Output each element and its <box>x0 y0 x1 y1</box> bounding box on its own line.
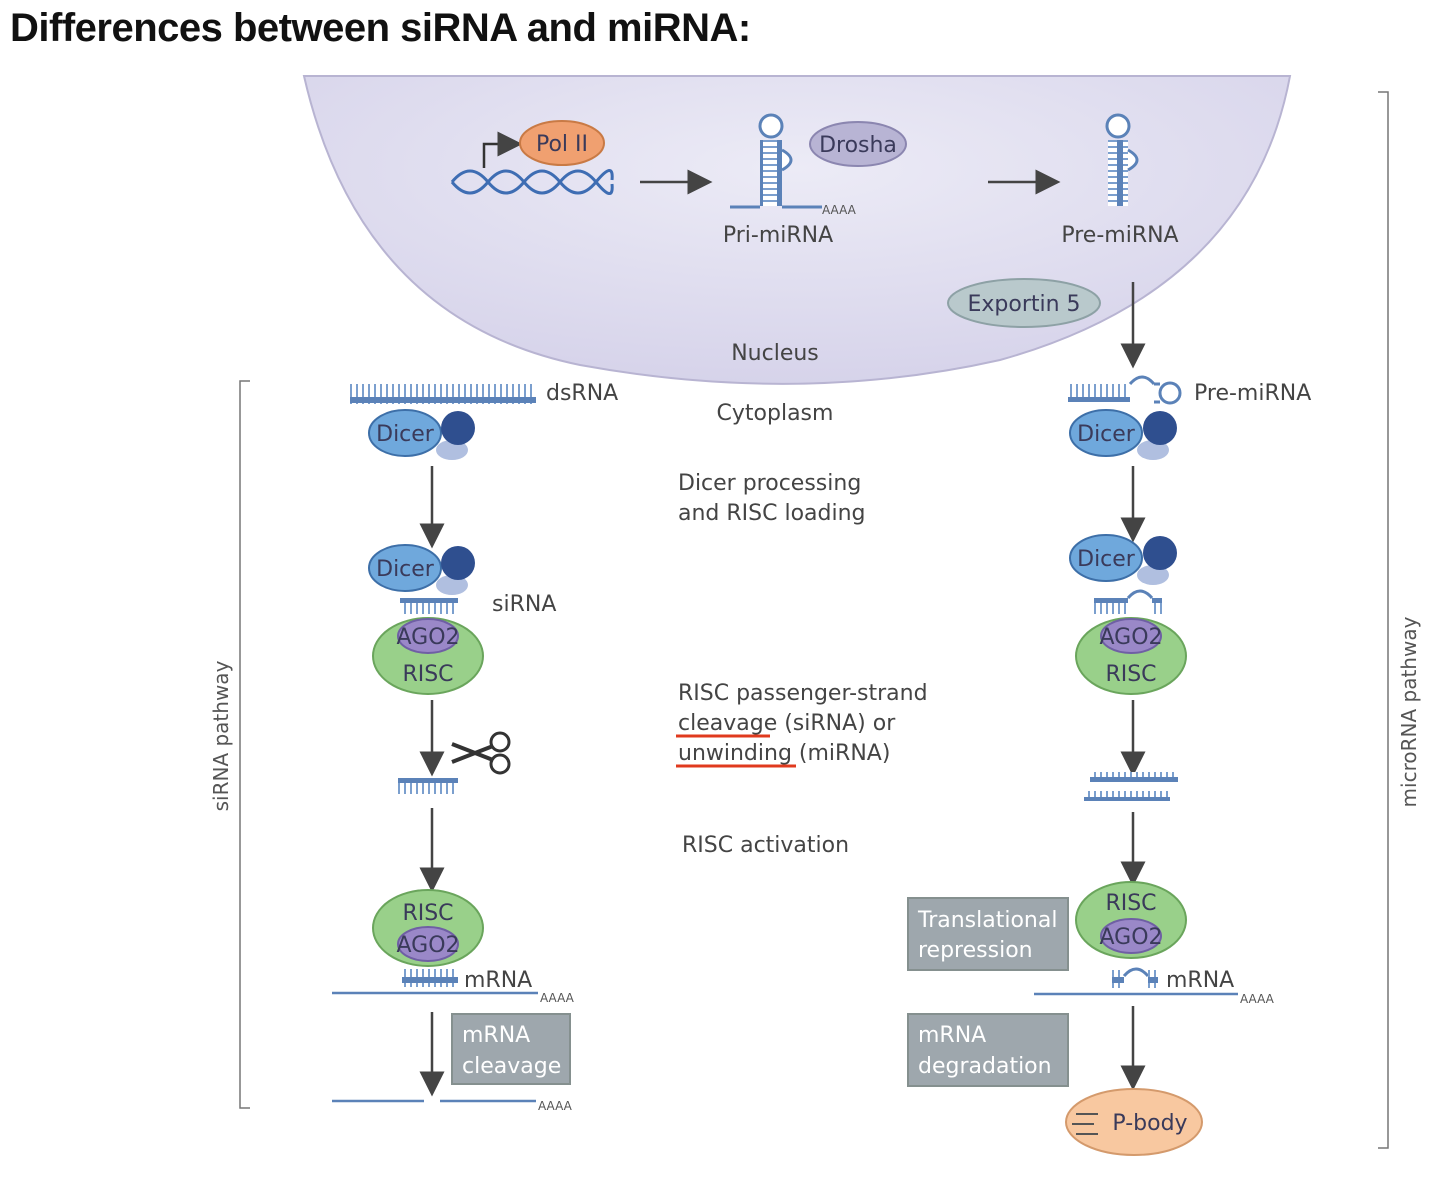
sirna-mrna-pairing <box>402 969 458 987</box>
sirna-pathway-label: siRNA pathway <box>209 660 233 811</box>
sirna-mrna-label: mRNA <box>464 968 532 993</box>
svg-text:Dicer: Dicer <box>376 422 435 447</box>
risc-ago2-sirna-2: RISC AGO2 <box>372 889 484 967</box>
svg-text:RISC: RISC <box>402 662 453 687</box>
step-passenger-line3: unwinding (miRNA) <box>678 741 890 766</box>
pri-mirna-hairpin-icon <box>730 113 822 209</box>
cleaved-polya-label: AAAA <box>538 1099 573 1113</box>
svg-text:RISC: RISC <box>1105 662 1156 687</box>
svg-text:mRNA: mRNA <box>918 1023 986 1048</box>
mrna-cleavage-box: mRNA cleavage <box>451 1013 571 1085</box>
pre-mirna-cytoplasm-icon <box>1068 375 1182 405</box>
nucleus-label: Nucleus <box>731 341 819 366</box>
pre-mirna-nucleus-label: Pre-miRNA <box>1061 223 1178 248</box>
step-passenger-line2: cleavage (siRNA) or <box>678 711 896 736</box>
pre-mirna-cytoplasm-label: Pre-miRNA <box>1194 381 1311 406</box>
dna-helix-icon <box>450 131 614 195</box>
dsrna-label: dsRNA <box>546 381 618 406</box>
svg-text:Drosha: Drosha <box>819 133 897 158</box>
dicer-mirna-2: Dicer <box>1069 534 1177 585</box>
microrna-pathway-bracket <box>1378 91 1389 1149</box>
risc-ago2-mirna-1: AGO2 RISC <box>1075 617 1187 695</box>
sirna-polya-label: AAAA <box>540 991 575 1005</box>
step-risc-activation: RISC activation <box>682 833 849 858</box>
svg-text:Dicer: Dicer <box>1077 422 1136 447</box>
svg-text:RISC: RISC <box>1105 891 1156 916</box>
svg-text:AGO2: AGO2 <box>396 933 459 958</box>
unwinding-word: unwinding <box>678 741 792 766</box>
step-dicer-processing-line2: and RISC loading <box>678 501 866 526</box>
pri-polya-label: AAAA <box>822 203 857 217</box>
microrna-pathway-label: microRNA pathway <box>1397 616 1421 807</box>
guide-strand-sirna <box>398 778 458 794</box>
page-title: Differences between siRNA and miRNA: <box>10 6 751 50</box>
svg-text:AGO2: AGO2 <box>1099 925 1162 950</box>
svg-text:cleavage: cleavage <box>462 1054 561 1079</box>
dicer-sirna-2: Dicer <box>368 544 475 595</box>
mirna-duplex-bulge <box>1094 589 1162 614</box>
pre-mirna-hairpin-icon <box>1105 113 1139 206</box>
step-passenger-line1: RISC passenger-strand <box>678 681 928 706</box>
svg-text:Translational: Translational <box>917 908 1057 933</box>
svg-text:P-body: P-body <box>1112 1111 1187 1136</box>
sirna-pathway-bracket <box>239 380 250 1109</box>
sirna-or-text: (siRNA) or <box>777 711 896 736</box>
dsrna-duplex <box>350 384 536 404</box>
mirna-mrna-pairing <box>1112 967 1158 988</box>
sirna-label: siRNA <box>492 592 556 617</box>
translational-repression-box: Translational repression <box>907 897 1069 971</box>
pol2-enzyme: Pol II <box>519 120 605 166</box>
mirna-mrna-label: mRNA <box>1166 968 1234 993</box>
svg-text:RISC: RISC <box>402 901 453 926</box>
mirna-text: (miRNA) <box>792 741 891 766</box>
svg-text:Dicer: Dicer <box>376 557 435 582</box>
cytoplasm-label: Cytoplasm <box>717 401 834 426</box>
scissors-icon <box>451 731 511 775</box>
pri-mirna-label: Pri-miRNA <box>723 223 833 248</box>
risc-ago2-mirna-2: RISC AGO2 <box>1075 881 1187 959</box>
dicer-sirna-1: Dicer <box>368 409 475 460</box>
exportin5-protein: Exportin 5 <box>947 278 1101 328</box>
mirna-strand-bottom <box>1084 791 1170 801</box>
svg-text:mRNA: mRNA <box>462 1023 530 1048</box>
dicer-mirna-1: Dicer <box>1069 409 1177 460</box>
p-body: P-body <box>1065 1088 1203 1156</box>
cleavage-word: cleavage <box>678 711 777 736</box>
svg-text:AGO2: AGO2 <box>396 625 459 650</box>
mrna-degradation-box: mRNA degradation <box>907 1013 1069 1087</box>
step-dicer-processing-line1: Dicer processing <box>678 471 861 496</box>
mirna-strand-top <box>1090 772 1178 782</box>
drosha-enzyme: Drosha <box>809 121 907 167</box>
sirna-duplex <box>400 598 458 614</box>
svg-text:degradation: degradation <box>918 1054 1052 1079</box>
svg-text:AGO2: AGO2 <box>1099 625 1162 650</box>
svg-text:Pol II: Pol II <box>536 132 588 157</box>
mirna-polya-label: AAAA <box>1240 992 1275 1006</box>
risc-ago2-sirna-1: AGO2 RISC <box>372 617 484 695</box>
svg-text:Exportin 5: Exportin 5 <box>967 292 1080 317</box>
svg-text:repression: repression <box>918 938 1033 963</box>
svg-text:Dicer: Dicer <box>1077 547 1136 572</box>
